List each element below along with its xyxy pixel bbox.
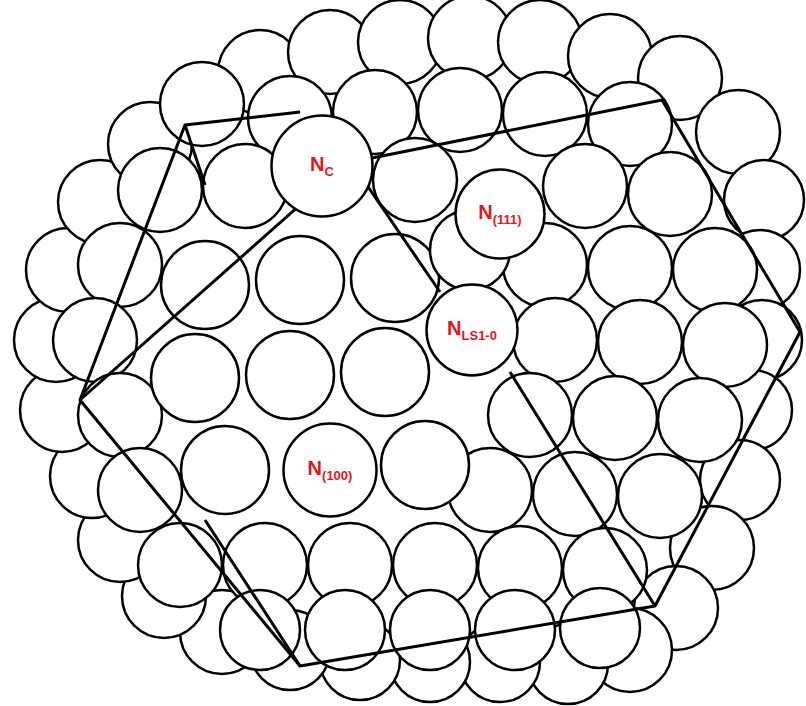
labelled-atom: N(111) [454, 168, 546, 260]
atom-label: NLS1-0 [447, 318, 497, 342]
back-rim-atoms [14, 0, 804, 704]
atom-label: N(100) [308, 458, 353, 482]
atom-label: NC [310, 154, 334, 178]
polyhedron-edges [80, 100, 800, 666]
labelled-atom: NLS1-0 [425, 283, 519, 377]
atom-label: N(111) [478, 202, 521, 226]
labelled-atom: NC [270, 114, 374, 218]
middle-atoms [53, 68, 767, 670]
labelled-atom: N(100) [282, 422, 378, 518]
